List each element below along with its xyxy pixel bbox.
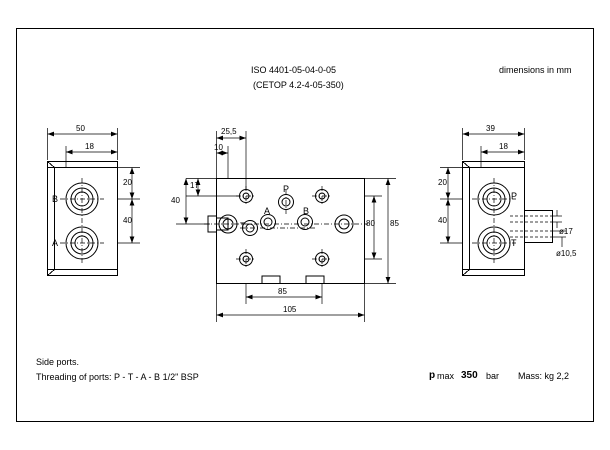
right-dia-17: ø17 — [559, 227, 573, 236]
footer-note-1: Side ports. — [36, 357, 80, 367]
plan-dim-10: 10 — [214, 143, 223, 152]
pressure-value: 350 — [461, 370, 478, 381]
pressure-unit: bar — [486, 371, 500, 381]
units-note: dimensions in mm — [499, 65, 572, 75]
plan-dim-85-right: 85 — [390, 219, 399, 228]
drawing-border — [16, 28, 594, 422]
title-line-1: ISO 4401-05-04-0-05 — [251, 65, 337, 75]
footer-note-2: Threading of ports: P - T - A - B 1/2" B… — [36, 372, 199, 382]
plan-port-b-label: B — [303, 206, 310, 216]
plan-dim-25-5: 25,5 — [221, 127, 237, 136]
pressure-symbol: p — [429, 370, 436, 381]
plan-dim-17: 17 — [190, 181, 199, 190]
right-dim-20: 20 — [438, 178, 447, 187]
plan-dim-40: 40 — [171, 196, 180, 205]
plan-dim-105: 105 — [283, 305, 297, 314]
left-port-a-label: A — [52, 238, 59, 248]
mass-label: Mass: kg 2,2 — [518, 371, 570, 381]
right-port-t-label: T — [511, 238, 517, 248]
right-dim-18: 18 — [499, 142, 508, 151]
right-dim-40: 40 — [438, 216, 447, 225]
right-port-p-label: P — [511, 191, 518, 201]
left-dim-18: 18 — [85, 142, 94, 151]
right-dim-39: 39 — [486, 124, 495, 133]
plan-port-t-label: T — [240, 221, 246, 231]
plan-dim-85-bottom: 85 — [278, 287, 287, 296]
left-port-b-label: B — [52, 194, 59, 204]
left-dim-20: 20 — [123, 178, 132, 187]
right-dia-10-5: ø10,5 — [556, 249, 577, 258]
plan-port-a-label: A — [264, 206, 271, 216]
left-dim-40: 40 — [123, 216, 132, 225]
left-dim-50: 50 — [76, 124, 85, 133]
title-line-2: (CETOP 4.2-4-05-350) — [253, 80, 344, 90]
plan-port-p-label: P — [283, 184, 290, 194]
pressure-max-label: max — [437, 371, 455, 381]
plan-dim-80: 80 — [366, 219, 375, 228]
